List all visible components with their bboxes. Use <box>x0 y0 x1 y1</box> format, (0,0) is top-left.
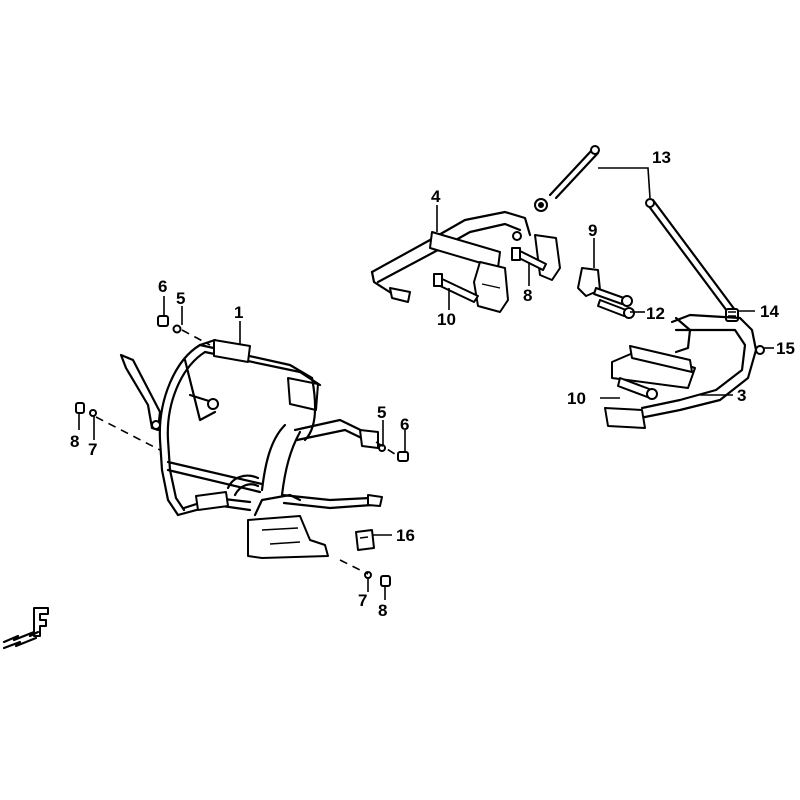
bolt-part-8-upper <box>511 247 547 271</box>
spring-part-14 <box>725 308 739 322</box>
fastener-part-8-lower <box>380 575 391 587</box>
leader-lines <box>78 167 774 600</box>
bracket-part-9 <box>577 267 601 297</box>
callout-8-lower: 8 <box>378 601 387 620</box>
front-indicator-letter: F <box>37 639 38 641</box>
callout-7-lower: 7 <box>358 591 367 610</box>
callout-12: 12 <box>646 304 665 323</box>
callout-4: 4 <box>431 187 441 206</box>
front-direction-arrow-icon: F <box>2 607 49 650</box>
callout-6-right: 6 <box>400 415 409 434</box>
washer-part-5-left <box>172 324 182 334</box>
callout-9: 9 <box>588 221 597 240</box>
callout-13: 13 <box>652 148 671 167</box>
callout-14: 14 <box>760 302 779 321</box>
callout-5-right: 5 <box>377 403 386 422</box>
callout-8-upper: 8 <box>523 286 532 305</box>
callout-3: 3 <box>737 386 746 405</box>
callout-6-left: 6 <box>158 277 167 296</box>
fastener-part-6-left <box>157 315 169 327</box>
clip-part-16 <box>355 529 375 551</box>
washer-part-7-left <box>89 409 97 417</box>
callout-10-lower: 10 <box>567 389 586 408</box>
callout-15: 15 <box>776 339 795 358</box>
carrier-part-3 <box>604 313 765 429</box>
rod-part-13 <box>548 145 737 317</box>
main-frame-part-1 <box>119 338 383 559</box>
bolt-part-10-lower <box>617 377 658 400</box>
callout-16: 16 <box>396 526 415 545</box>
callout-8-left: 8 <box>70 432 79 451</box>
bolt-part-10-upper <box>433 273 479 303</box>
callout-labels: 1 6 5 8 7 5 6 16 7 8 4 8 10 9 12 13 14 1… <box>70 148 795 620</box>
callout-7-left: 7 <box>88 440 97 459</box>
bolts-part-12 <box>593 287 635 319</box>
callout-10-upper: 10 <box>437 310 456 329</box>
fastener-part-8-left <box>75 402 85 414</box>
callout-5-left: 5 <box>176 289 185 308</box>
callout-1: 1 <box>234 303 243 322</box>
fastener-part-6-right <box>397 451 409 462</box>
